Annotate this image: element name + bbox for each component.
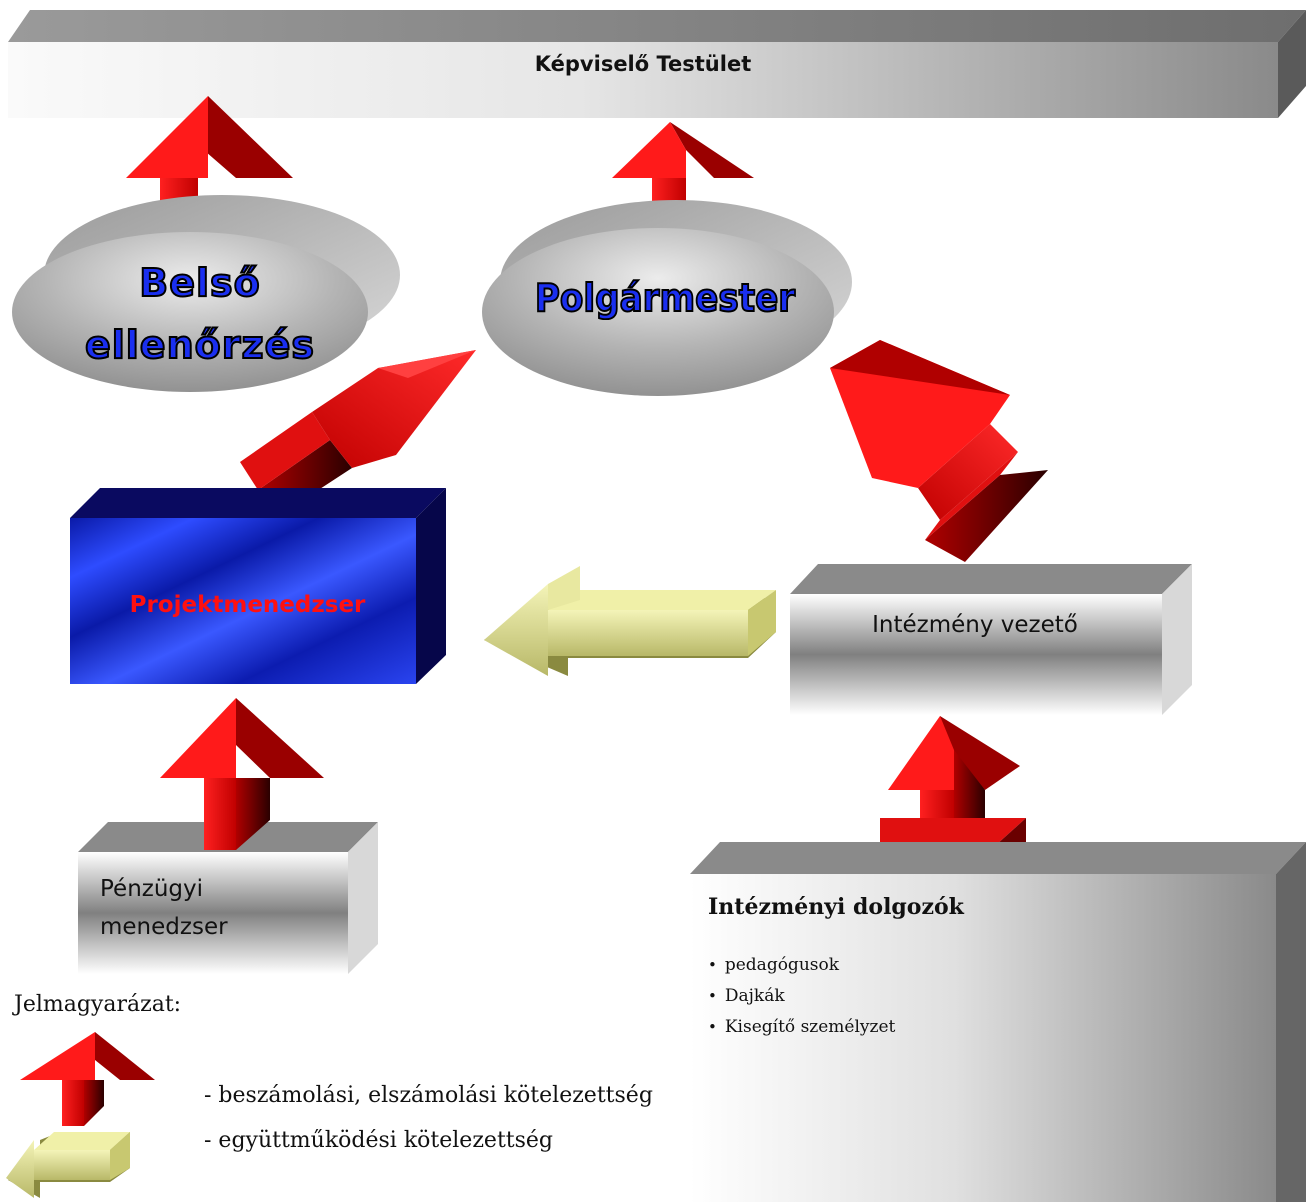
council-label: Képviselő Testület: [534, 52, 752, 76]
legend-report-arrow-icon: [20, 1032, 155, 1126]
report-arrow-finance-to-project: [160, 698, 324, 850]
legend-cooperation-text: - együttműködési kötelezettség: [204, 1128, 554, 1153]
staff-list: pedagógusok Dajkák Kisegítő személyzet: [708, 950, 896, 1043]
internal-audit-disk: [12, 195, 400, 392]
staff-title: Intézményi dolgozók: [708, 894, 964, 920]
staff-item: Kisegítő személyzet: [708, 1012, 896, 1043]
report-arrow-head-to-mayor: [830, 340, 1048, 562]
council-bar: [8, 10, 1306, 118]
staff-item: pedagógusok: [708, 950, 895, 981]
project-manager-box: [70, 488, 446, 684]
coop-arrow-head-to-project: [484, 566, 776, 676]
institution-head-label: Intézmény vezető: [872, 612, 1078, 638]
legend-reporting-text: - beszámolási, elszámolási kötelezettség: [204, 1083, 653, 1108]
institution-head-box: [790, 564, 1192, 715]
legend-coop-arrow-icon: [6, 1132, 130, 1198]
staff-item: Dajkák: [708, 981, 895, 1012]
legend-title: Jelmagyarázat:: [14, 992, 182, 1017]
financial-manager-label: Pénzügyi menedzser: [100, 876, 228, 940]
mayor-disk: [482, 200, 852, 396]
internal-audit-label: Belső ellenőrzés: [84, 260, 315, 368]
project-manager-label: Projektmenedzser: [129, 592, 366, 618]
financial-manager-box: [78, 822, 378, 974]
mayor-label: Polgármester: [534, 275, 796, 321]
